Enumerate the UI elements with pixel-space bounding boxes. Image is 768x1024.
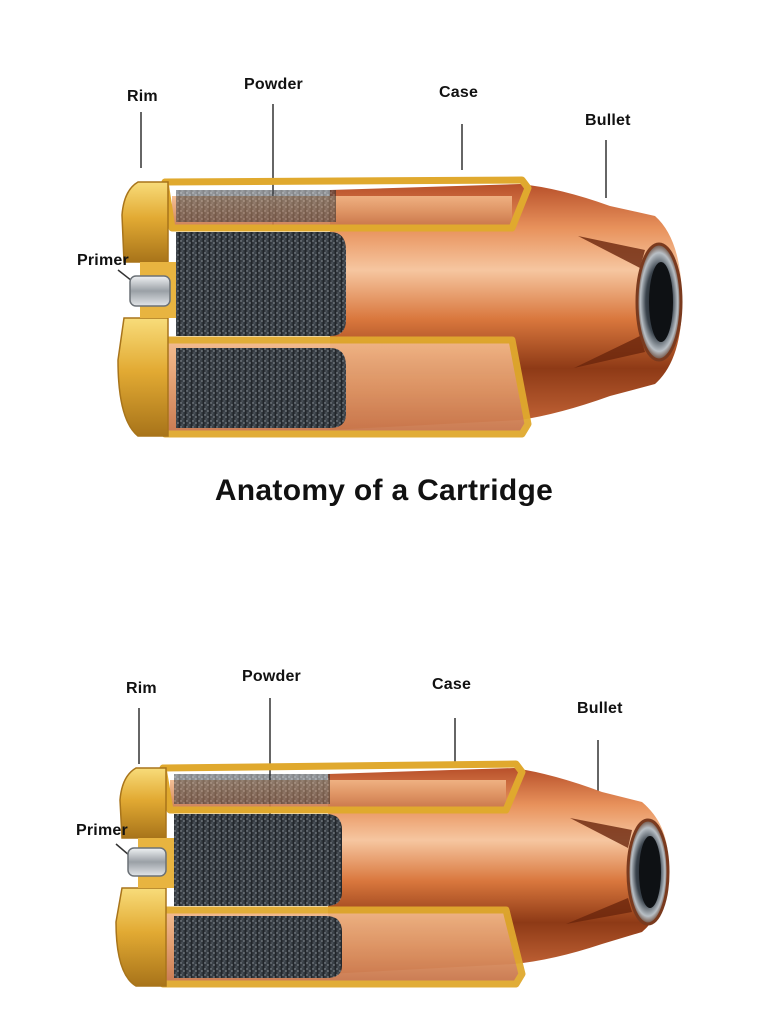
case-head-lower xyxy=(115,887,167,987)
case-wall-upper xyxy=(159,760,526,814)
bullet-label: Bullet xyxy=(577,700,623,717)
powder-label: Powder xyxy=(242,668,301,685)
rim-label: Rim xyxy=(126,680,157,697)
bullet-skive-lower xyxy=(566,898,632,924)
powder-charge xyxy=(176,232,346,336)
case-label: Case xyxy=(439,84,479,101)
cartridge-illustration xyxy=(117,104,683,438)
primer-label: Primer xyxy=(76,822,128,839)
powder-label: Powder xyxy=(244,76,303,93)
bullet-label: Bullet xyxy=(585,112,631,129)
powder-charge-lower xyxy=(174,916,342,978)
powder-charge-lower xyxy=(176,348,346,428)
rim xyxy=(121,181,169,263)
case-head-lower xyxy=(117,317,169,437)
cartridge-diagram-bottom: Rim Powder Case Bullet Primer xyxy=(0,512,768,1024)
cartridge-diagram-top: Rim Powder Case Bullet Primer Anatomy of… xyxy=(77,76,683,507)
primer-cup xyxy=(129,275,171,307)
case-wall-upper xyxy=(161,176,532,232)
case-label: Case xyxy=(432,676,472,693)
rim-label: Rim xyxy=(127,88,158,105)
cartridge-illustration xyxy=(115,698,670,988)
primer-leader-line xyxy=(117,269,133,282)
bullet-skive-upper xyxy=(570,818,632,848)
diagram-caption: Anatomy of a Cartridge xyxy=(214,474,554,507)
bullet-skive-lower xyxy=(574,336,645,368)
bullet-skive-upper xyxy=(578,236,645,268)
primer-label: Primer xyxy=(77,252,129,269)
primer-cup xyxy=(127,847,167,877)
powder-charge xyxy=(174,814,342,906)
